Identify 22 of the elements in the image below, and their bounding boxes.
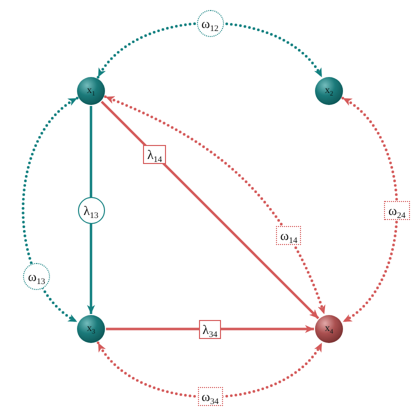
- sphere-node: [77, 315, 105, 343]
- node-label: x$_{2}$: [324, 86, 334, 96]
- edge-label: ω$_{24}$: [384, 200, 410, 220]
- dotted-arrow: [22, 96, 79, 324]
- edge-label: ω$_{34}$: [198, 387, 223, 406]
- sphere-node: [77, 77, 105, 105]
- edge-label: λ$_{14}$: [143, 145, 166, 164]
- dotted-arrow: [341, 96, 398, 324]
- dotted-arrow: [96, 341, 324, 398]
- node-label: x$_{4}$: [324, 324, 334, 334]
- edge-label: ω$_{13}$: [23, 263, 50, 290]
- node-label: x$_{1}$: [86, 86, 96, 96]
- node-label: x$_{3}$: [86, 324, 96, 334]
- edge-label: ω$_{14}$: [276, 226, 302, 246]
- edge-label: λ$_{34}$: [198, 320, 222, 338]
- edge-label: ω$_{12}$: [196, 10, 224, 37]
- arrow: [106, 325, 314, 333]
- edge-label: λ$_{13}$: [78, 196, 104, 224]
- sphere-node: [315, 315, 343, 343]
- dotted-arrow: [96, 22, 324, 79]
- sphere-node: [315, 77, 343, 105]
- arrow: [87, 106, 95, 314]
